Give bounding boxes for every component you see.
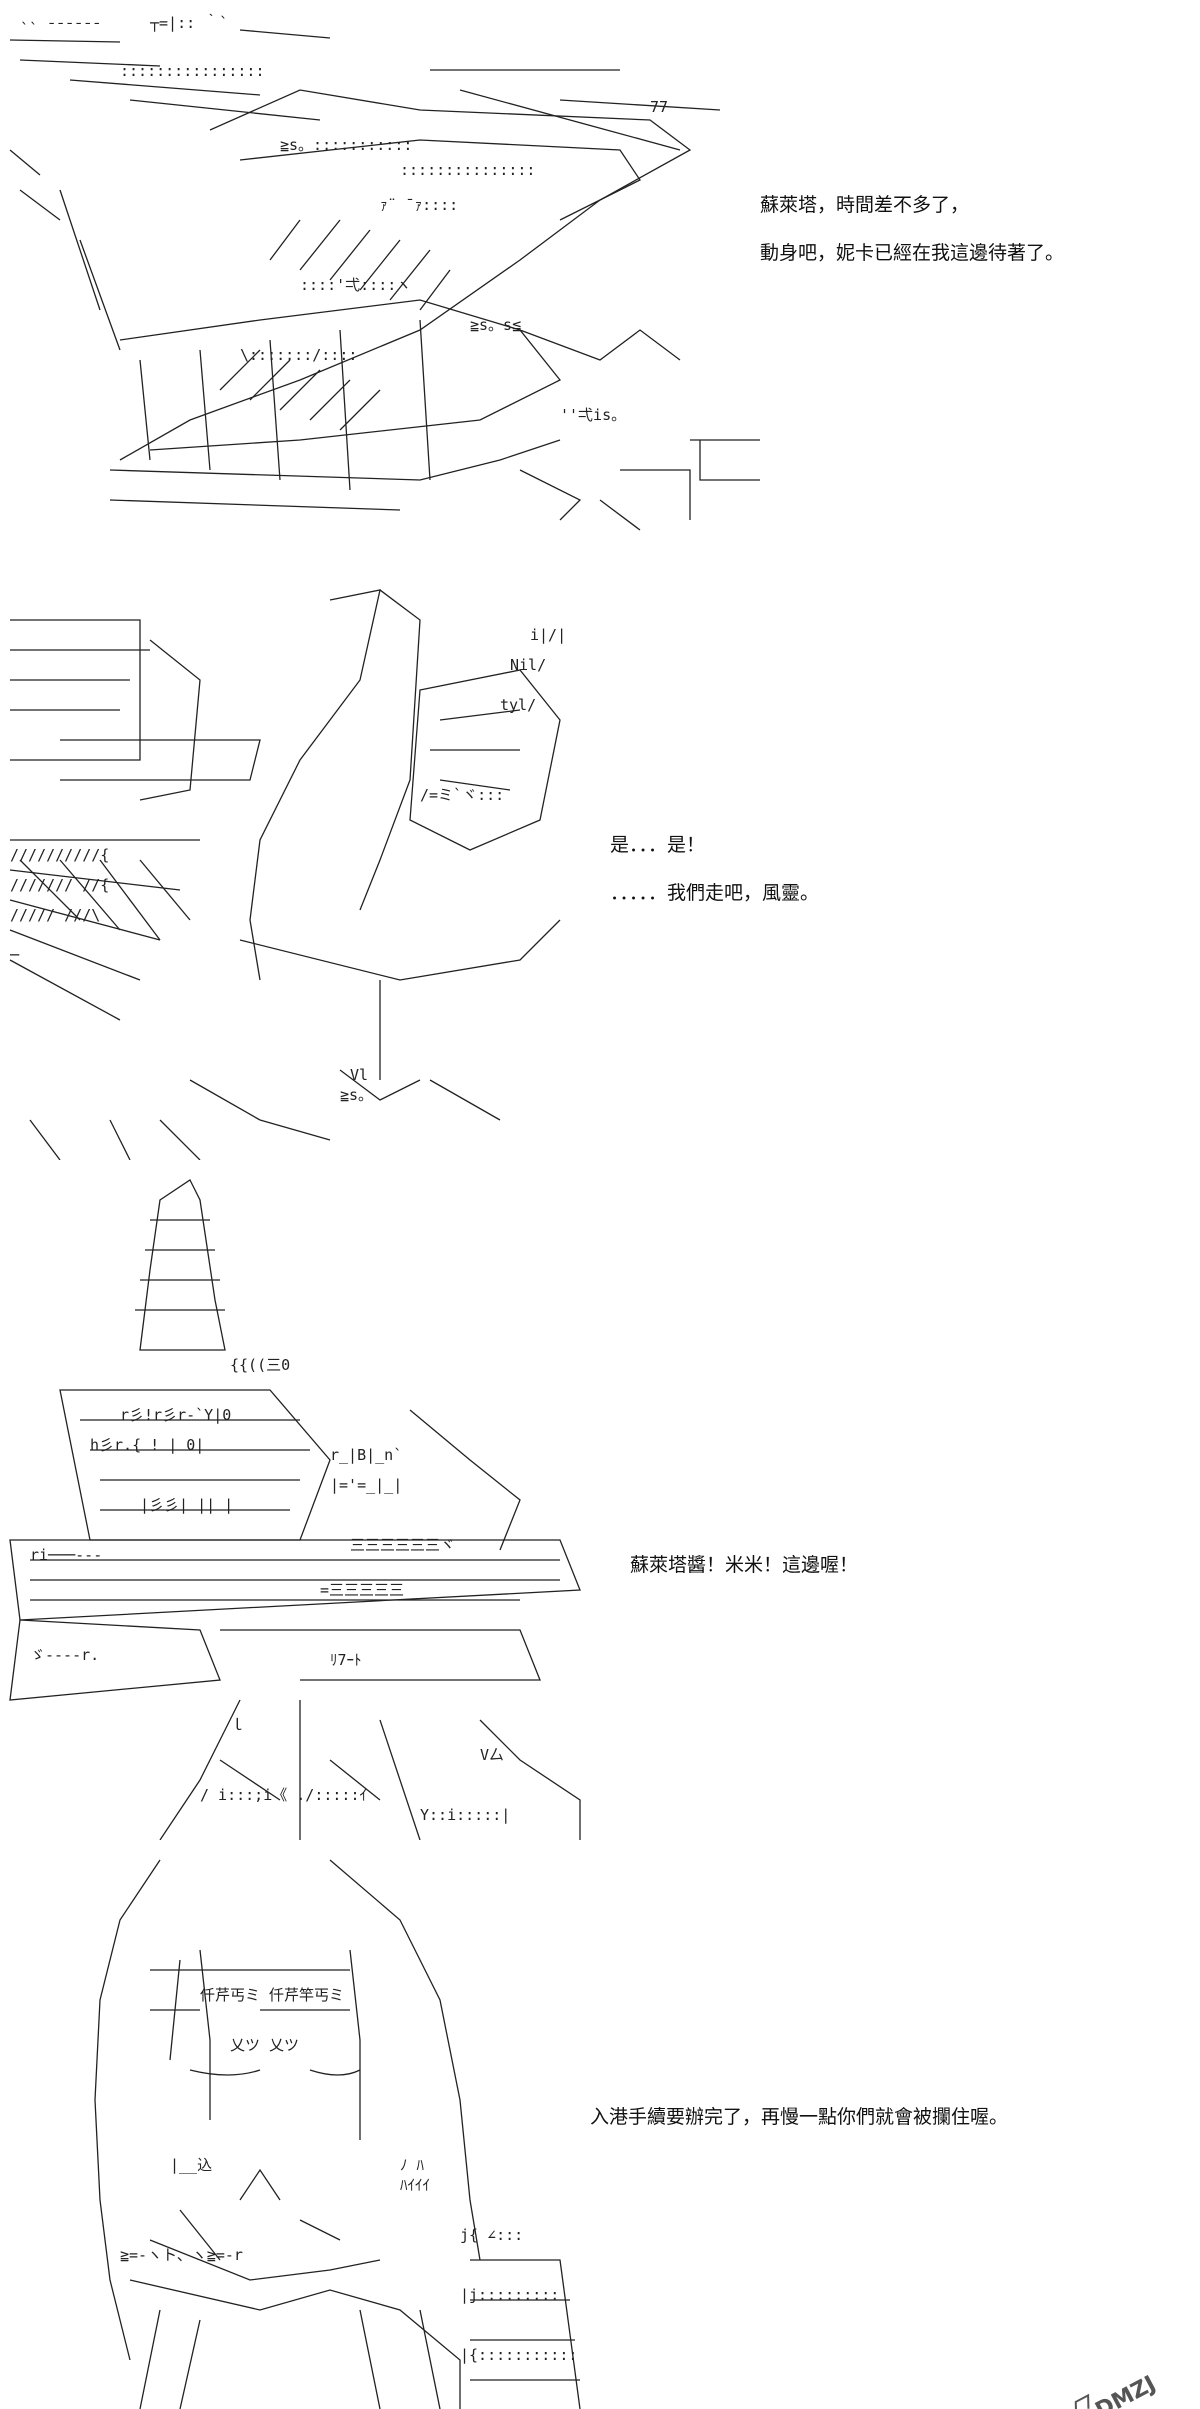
- panel-4: 仟芹丐ミ 仟芹竿丐ミ 乂ツ 乂ツ |__込 ≧=-ヽト、ヽ≧=-r ﾉ ﾊ ﾊｲ…: [0, 1840, 1200, 2409]
- svg-text:ﾉ ﾊ: ﾉ ﾊ: [400, 2156, 425, 2174]
- dialogue-line: 入港手續要辦完了，再慢一點你們就會被攔住喔。: [590, 2106, 1009, 2128]
- dialogue-line: 蘇萊塔，時間差不多了，: [760, 194, 970, 216]
- svg-text:''弌is。: ''弌is。: [560, 406, 626, 424]
- panel-3: {{((三0 r彡!r彡r-`Y|0 h彡r.{ ! | 0| r_|B|_n`…: [0, 1160, 1200, 1840]
- svg-text:r_|B|_n`: r_|B|_n`: [330, 1446, 402, 1464]
- svg-text:ﾘ7ｰﾄ: ﾘ7ｰﾄ: [330, 1651, 362, 1669]
- svg-text://///// //{: /////// //{: [10, 876, 109, 894]
- svg-text:=三三三三三: =三三三三三: [320, 1581, 404, 1599]
- svg-text:V厶: V厶: [480, 1746, 504, 1764]
- panel-1-ascii-art: `` ̄ ̄ ̄ ̄ ̄ ̄ ┬=|:: ｀` ::::::::::::::::…: [0, 0, 760, 540]
- dialogue-line: 蘇萊塔醬！米米！這邊喔！: [630, 1554, 859, 1576]
- svg-text:|j:::::::::: |j:::::::::: [460, 2286, 559, 2304]
- svg-text:ゞ----r.: ゞ----r.: [30, 1646, 99, 1664]
- svg-text:`` ̄ ̄ ̄ ̄ ̄ ̄: `` ̄ ̄ ̄ ̄ ̄ ̄: [20, 20, 99, 38]
- svg-text:仟芹丐ミ 仟芹竿丐ミ: 仟芹丐ミ 仟芹竿丐ミ: [200, 1986, 344, 2004]
- svg-text:/=ミ`ヾ:::: /=ミ`ヾ:::: [420, 786, 504, 804]
- watermark-text: DMZJ: [1091, 2371, 1160, 2409]
- svg-text:ｌ: ｌ: [230, 1716, 245, 1734]
- panel-4-dialogue: 入港手續要辦完了，再慢一點你們就會被攔住喔。: [590, 2102, 1008, 2129]
- svg-text:ｧ¨ ̄ ｧ::::: ｧ¨ ̄ ｧ::::: [380, 196, 458, 214]
- svg-text:77: 77: [650, 98, 668, 116]
- svg-text:乂ツ 乂ツ: 乂ツ 乂ツ: [230, 2036, 299, 2054]
- panel-2-dialogue: 是．．．是！ ．．．．．我們走吧，風靈。: [610, 830, 819, 905]
- dialogue-line: 是．．．是！: [610, 834, 706, 856]
- panel-1: `` ̄ ̄ ̄ ̄ ̄ ̄ ┬=|:: ｀` ::::::::::::::::…: [0, 0, 1200, 560]
- svg-text:─: ─: [9, 946, 20, 964]
- svg-text:三三三三三三ヾ: 三三三三三三ヾ: [350, 1536, 455, 1554]
- svg-text:j{ ∠:::: j{ ∠:::: [460, 2226, 523, 2244]
- dialogue-line: ．．．．．我們走吧，風靈。: [610, 882, 820, 904]
- svg-text:┬=|:: ｀`: ┬=|:: ｀`: [149, 13, 228, 32]
- svg-text:::::::::::::::::: ::::::::::::::::: [120, 62, 265, 80]
- svg-text:≧=-ヽト、ヽ≧=-r: ≧=-ヽト、ヽ≧=-r: [120, 2246, 243, 2264]
- svg-text:r彡!r彡r-`Y|0: r彡!r彡r-`Y|0: [120, 1406, 231, 1424]
- svg-text:h彡r.{ ! | 0|: h彡r.{ ! | 0|: [90, 1436, 204, 1454]
- svg-text:Y::i:::::|: Y::i:::::|: [420, 1806, 510, 1824]
- panel-3-ascii-art: {{((三0 r彡!r彡r-`Y|0 h彡r.{ ! | 0| r_|B|_n`…: [0, 1160, 600, 1840]
- svg-text:ﾊｲｲｲ: ﾊｲｲｲ: [400, 2176, 430, 2194]
- svg-text://////////{: //////////{: [10, 846, 109, 864]
- panel-3-dialogue: 蘇萊塔醬！米米！這邊喔！: [630, 1550, 858, 1577]
- svg-text::::::::::::::::: :::::::::::::::: [400, 161, 535, 179]
- panel-2: i|/| Nil/ tyl/ /=ミ`ヾ::: //////////{ ////…: [0, 560, 1200, 1160]
- panel-4-ascii-art: 仟芹丐ミ 仟芹竿丐ミ 乂ツ 乂ツ |__込 ≧=-ヽト、ヽ≧=-r ﾉ ﾊ ﾊｲ…: [0, 1840, 600, 2409]
- svg-text:i|/|: i|/|: [530, 626, 566, 644]
- svg-text:|='=_|_|: |='=_|_|: [330, 1476, 402, 1494]
- svg-text:Vl: Vl: [350, 1066, 368, 1084]
- svg-text:{{((三0: {{((三0: [230, 1356, 290, 1374]
- svg-text:≧s。:::::::::::: ≧s。:::::::::::: [280, 136, 412, 154]
- svg-text:|{:::::::::::: |{:::::::::::: [460, 2346, 577, 2364]
- svg-text:/ i:::;i《 ./:::::ｲ: / i:::;i《 ./:::::ｲ: [200, 1786, 367, 1804]
- panel-1-dialogue: 蘇萊塔，時間差不多了， 動身吧，妮卡已經在我這邊待著了。: [760, 190, 1064, 265]
- panel-2-ascii-art: i|/| Nil/ tyl/ /=ミ`ヾ::: //////////{ ////…: [0, 560, 600, 1160]
- svg-text:|__込: |__込: [170, 2156, 212, 2174]
- watermark-logo: DMZJ: [1054, 2351, 1182, 2409]
- svg-text:|彡彡| || |: |彡彡| || |: [140, 1496, 233, 1514]
- svg-text:::::'弌::::ヽ: ::::'弌::::ヽ: [300, 276, 411, 294]
- svg-text:Nil/: Nil/: [510, 656, 546, 674]
- dialogue-line: 動身吧，妮卡已經在我這邊待著了。: [760, 242, 1065, 264]
- svg-text:≧s。s≦: ≧s。s≦: [470, 316, 521, 334]
- svg-text:ri───---: ri───---: [30, 1546, 102, 1564]
- svg-text:///// ///\: ///// ///\: [10, 906, 100, 924]
- svg-text:≧s。: ≧s。: [340, 1086, 373, 1104]
- svg-text:\:::::::/::::: \:::::::/::::: [240, 346, 357, 364]
- svg-text:tyl/: tyl/: [500, 696, 536, 714]
